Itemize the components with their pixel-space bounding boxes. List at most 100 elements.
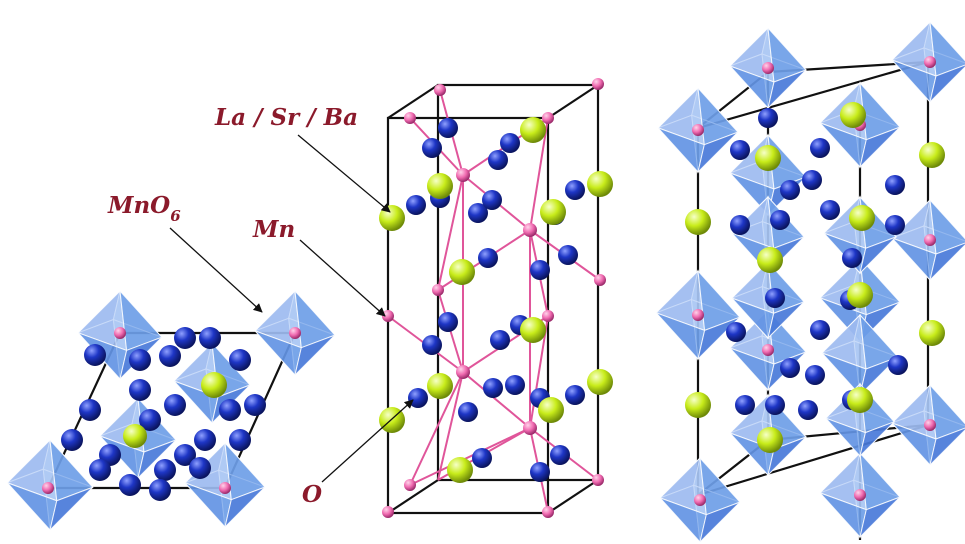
oxygen-atom [229,349,251,371]
octahedron-face [224,486,266,529]
octahedron-face [859,421,895,458]
octahedron-face [137,439,177,480]
oxygen-atom [505,375,525,395]
la-sr-ba-atom [379,205,405,231]
la-sr-ba-atom [685,209,711,235]
oxygen-atom [483,378,503,398]
oxygen-atom [174,444,196,466]
oxygen-atom [842,248,862,268]
mn-atom [692,309,704,321]
la-sr-ba-atom [587,171,613,197]
oxygen-atom [888,355,908,375]
oxygen-atom [79,399,101,421]
oxygen-atom [780,358,800,378]
mn-bond [409,427,531,486]
la-sr-ba-atom [587,369,613,395]
la-sr-ba-atom [447,457,473,483]
oxygen-atom [758,108,778,128]
right-view-structure [655,20,965,544]
octahedron-face [929,64,965,104]
oxygen-atom [482,190,502,210]
oxygen-atom [550,445,570,465]
oxygen-atom [490,330,510,350]
mn-bond [437,371,464,481]
oxygen-atom [730,215,750,235]
cell-edge [547,84,599,119]
oxygen-atom [244,394,266,416]
cell-edge [547,479,599,514]
mno6-octahedron [77,289,163,381]
mn-atom [114,327,126,339]
la-sr-ba-atom [847,282,873,308]
la-sr-ba-atom [540,199,566,225]
oxygen-atom [129,349,151,371]
middle-view-structure [379,78,613,518]
oxygen-atom [530,462,550,482]
mn-atom [456,168,470,182]
oxygen-atom [472,448,492,468]
label-mn: Mn [252,216,295,243]
oxygen-atom [189,457,211,479]
arrow-mno6 [169,227,263,313]
mn-atom [432,284,444,296]
octahedron-face [929,242,965,282]
oxygen-atom [438,118,458,138]
la-sr-ba-atom [520,117,546,143]
oxygen-atom [730,140,750,160]
oxygen-atom [159,345,181,367]
mn-atom [289,327,301,339]
oxygen-atom [765,395,785,415]
oxygen-atom [129,379,151,401]
oxygen-atom [406,195,426,215]
oxygen-atom [422,335,442,355]
la-sr-ba-atom [847,387,873,413]
oxygen-atom [765,288,785,308]
oxygen-atom [780,180,800,200]
cell-edge [387,84,439,119]
octahedron-face [859,496,901,539]
mn-atom [762,62,774,74]
oxygen-atom [805,365,825,385]
la-sr-ba-atom [427,373,453,399]
la-sr-ba-atom [757,427,783,453]
mn-atom [523,421,537,435]
la-sr-ba-atom [919,142,945,168]
oxygen-atom [726,322,746,342]
la-sr-ba-atom [427,173,453,199]
oxygen-atom [219,399,241,421]
oxygen-atom [154,459,176,481]
oxygen-atom [735,395,755,415]
mn-atom [219,482,231,494]
octahedron-face [767,69,807,110]
oxygen-atom [468,203,488,223]
mno6-octahedron [824,382,896,458]
arrow-la-sr-ba [297,134,391,213]
mn-atom [523,223,537,237]
mn-atom [694,494,706,506]
mno6-octahedron [891,20,965,104]
octahedron-face [859,126,901,169]
la-sr-ba-atom [919,320,945,346]
mno6-octahedron [729,26,807,110]
la-sr-ba-atom [538,397,564,423]
mn-atom [542,506,554,518]
oxygen-atom [488,150,508,170]
oxygen-atom [149,479,171,501]
mn-bond [409,371,464,486]
la-sr-ba-atom [840,102,866,128]
oxygen-atom [229,429,251,451]
mn-atom [924,234,936,246]
oxygen-atom [194,429,216,451]
oxygen-atom [119,474,141,496]
octahedron-face [859,236,897,275]
octahedron-face [294,334,336,377]
oxygen-atom [89,459,111,481]
mn-atom [854,489,866,501]
oxygen-atom [61,429,83,451]
octahedron-face [929,427,965,467]
octahedron-face [49,486,94,532]
oxygen-atom [798,400,818,420]
mn-atom [456,365,470,379]
mn-atom [382,506,394,518]
